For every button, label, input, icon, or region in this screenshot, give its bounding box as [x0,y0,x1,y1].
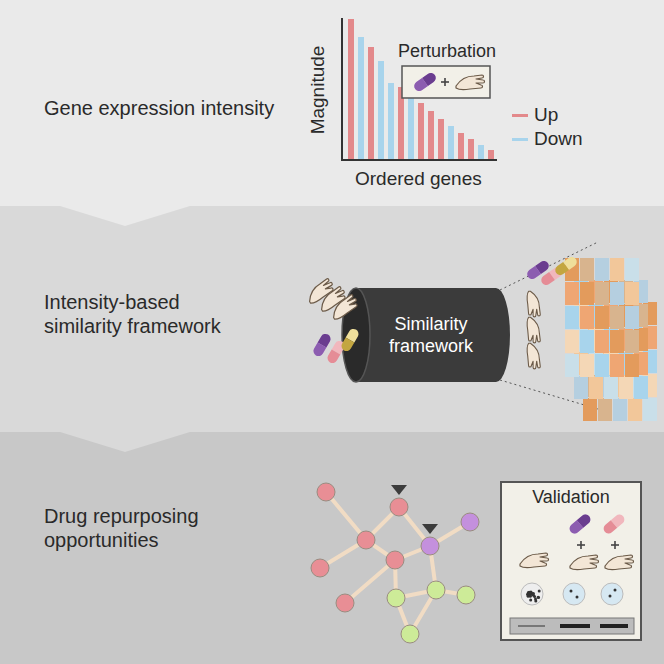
heatmap-cell [625,282,639,305]
colony-dot [529,595,532,598]
colony-dot [576,596,579,599]
heatmap-cell [595,330,609,353]
bar [448,126,454,159]
legend-swatch [512,114,528,117]
colony-dot [570,590,573,593]
colony-dot [533,595,536,598]
heatmap-cell [610,258,624,281]
heatmap-cell [625,306,639,329]
heatmap-cell [610,354,624,377]
bar [478,145,484,159]
heatmap-cell [610,282,624,305]
legend-swatch [512,138,528,141]
heatmap-cell [610,306,624,329]
heatmap-cell [604,376,618,399]
band-label: Drug repurposing opportunities [44,504,254,552]
heatmap-cell [589,376,603,399]
band-label: Intensity-based similarity framework [44,290,254,338]
colony-dot [609,595,612,598]
heatmap-cell [625,354,639,377]
heatmap-cell [580,258,594,281]
bar [388,83,394,159]
colony-dot [538,590,541,593]
legend-label: Up [534,104,558,126]
bar [428,111,434,159]
bar [438,119,444,159]
cylinder-box: Similarity framework [366,288,496,382]
colony-dot [537,596,540,599]
colony-dot [534,598,537,601]
colony-dot [528,592,531,595]
heatmap-cell [580,282,594,305]
bar [418,103,424,159]
heatmap-cell [580,354,594,377]
bar [378,61,384,159]
heatmap-cell [565,354,579,377]
heatmap-cell [565,306,579,329]
heatmap-cell [565,330,579,353]
heatmap-cell [613,398,627,421]
bar [468,139,474,159]
band-label: Gene expression intensity [44,96,304,120]
heatmap-cell [619,376,633,399]
bar-chart [348,19,494,159]
bar [368,47,374,159]
colony-dot [532,592,535,595]
colony-dot [614,589,617,592]
panel-box: Validation [501,484,641,510]
heatmap-cell [610,330,624,353]
bar [488,150,494,159]
heatmap-cell [643,398,657,421]
heatmap-cell [628,398,642,421]
box-label: Perturbation [398,40,496,62]
box-label: Validation [532,486,610,508]
heatmap-cell [595,306,609,329]
bar [458,133,464,159]
band: Drug repurposing opportunities Validation [0,432,664,664]
heatmap-cell [595,258,609,281]
axis-label: Ordered genes [355,168,482,190]
heatmap-cell [598,398,612,421]
heatmap-cell [580,330,594,353]
heatmap-cell [625,330,639,353]
colony-dot [529,599,532,602]
bar [408,95,414,159]
bar [348,19,354,159]
heatmap [565,258,657,421]
heatmap-cell [634,376,648,399]
bar [358,37,364,159]
heatmap-cell [574,376,588,399]
legend-label: Down [534,128,583,150]
colony-dot [537,596,540,599]
heatmap-cell [583,398,597,421]
axis-label: Magnitude [307,46,329,135]
heatmap-cell [580,306,594,329]
heatmap-cell [625,258,639,281]
band: Intensity-based similarity framework Simi… [0,206,664,432]
band: Gene expression intensity Perturbation [0,0,664,206]
heatmap-cell [595,354,609,377]
box-label: Similarity framework [376,313,486,357]
heatmap-cell [595,282,609,305]
panel-box: Perturbation [392,38,502,64]
heatmap-cell [565,282,579,305]
